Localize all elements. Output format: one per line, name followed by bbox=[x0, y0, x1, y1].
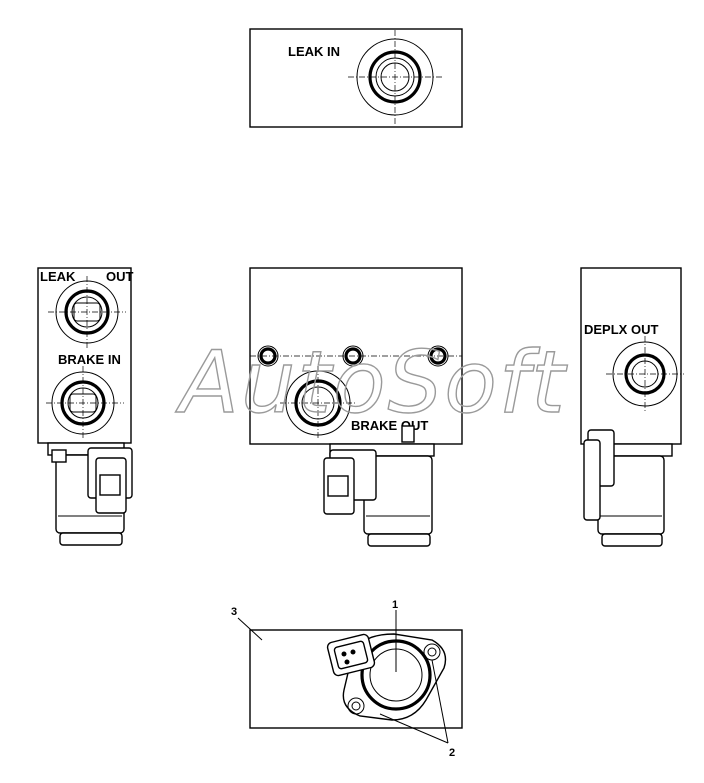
brake-in-label: BRAKE IN bbox=[58, 352, 121, 367]
bottom-view: 1 2 3 bbox=[231, 599, 463, 759]
out-label: OUT bbox=[106, 269, 134, 284]
leak-in-label: LEAK IN bbox=[288, 44, 340, 59]
front-solenoid bbox=[323, 425, 435, 547]
top-view-body bbox=[249, 28, 463, 128]
leak-label: LEAK bbox=[40, 269, 76, 284]
callout-1: 1 bbox=[392, 599, 398, 611]
watermark: AutoSoft bbox=[175, 333, 568, 433]
left-solenoid bbox=[47, 442, 133, 546]
connector bbox=[326, 633, 376, 677]
top-view: LEAK IN bbox=[249, 28, 463, 128]
front-view: BRAKE OUT bbox=[249, 267, 463, 547]
right-side-view: DEPLX OUT bbox=[580, 267, 684, 547]
callout-2-leader-b bbox=[431, 659, 449, 744]
right-view-body bbox=[580, 267, 682, 445]
leak-out-port bbox=[48, 276, 126, 348]
brake-out-port bbox=[280, 366, 356, 440]
callout-2: 2 bbox=[449, 747, 455, 759]
callout-3-leader bbox=[237, 617, 263, 641]
leak-in-port bbox=[348, 30, 442, 124]
brake-in-port bbox=[46, 366, 124, 440]
deplx-out-label: DEPLX OUT bbox=[584, 322, 658, 337]
deplx-out-port bbox=[606, 336, 684, 412]
callout-3: 3 bbox=[231, 606, 237, 618]
callout-2-leader-a bbox=[379, 713, 449, 744]
left-side-view: LEAK OUT BRAKE IN bbox=[37, 267, 134, 546]
right-solenoid bbox=[583, 429, 673, 547]
